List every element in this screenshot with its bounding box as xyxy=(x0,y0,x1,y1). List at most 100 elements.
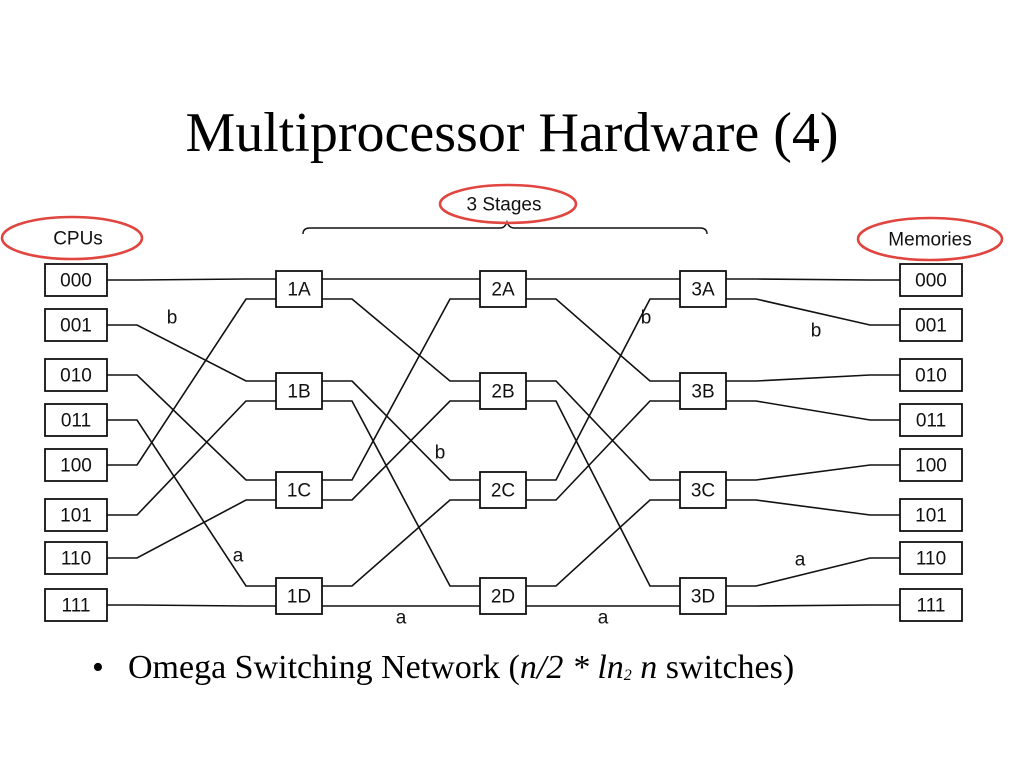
switch-box xyxy=(479,471,527,509)
switch-label: 3D xyxy=(691,587,715,608)
cpu-111: 111 xyxy=(44,588,108,622)
switch-box xyxy=(679,270,727,308)
cpu-101: 101 xyxy=(44,498,108,532)
slide-title: Multiprocessor Hardware (4) xyxy=(185,102,839,164)
path-label-b3: b xyxy=(641,308,652,329)
switch-1b: 1B xyxy=(275,372,323,410)
wire-cpu-111 xyxy=(107,604,276,607)
memory-label: 110 xyxy=(916,549,946,570)
switch-label: 3C xyxy=(691,481,715,502)
switch-label: 1C xyxy=(287,481,311,502)
switch-label: 2A xyxy=(491,280,515,301)
memory-label: 000 xyxy=(915,271,947,292)
memory-box xyxy=(899,498,963,532)
wires xyxy=(107,278,900,607)
wire-mem-000 xyxy=(726,278,900,281)
bullet-prefix: Omega Switching Network ( xyxy=(128,649,520,686)
wire-s2-line-6 xyxy=(526,499,680,587)
switch-label: 1D xyxy=(287,587,311,608)
switch-label: 2D xyxy=(491,587,515,608)
wire-mem-101 xyxy=(726,499,900,516)
cpu-box xyxy=(44,263,108,297)
bullet-omega-network: •Omega Switching Network (n/2 * ln2 n sw… xyxy=(92,646,794,698)
wire-mem-010 xyxy=(726,374,900,382)
memories-label: Memories xyxy=(888,230,971,251)
cpu-label: 001 xyxy=(60,316,92,337)
wire-mem-110 xyxy=(726,557,900,587)
cpu-label: 101 xyxy=(60,506,92,527)
cpu-label: 111 xyxy=(62,596,91,617)
memory-box xyxy=(899,403,963,437)
stages-highlight-ellipse xyxy=(438,183,578,225)
switch-2d: 2D xyxy=(479,577,527,615)
cpu-box xyxy=(44,498,108,532)
bullet-subscript: 2 xyxy=(623,667,632,684)
switch-box xyxy=(275,577,323,615)
switch-1a: 1A xyxy=(275,270,323,308)
cpu-label: 000 xyxy=(60,271,92,292)
wire-cpu-100 xyxy=(107,298,276,466)
cpu-110: 110 xyxy=(44,541,108,575)
switch-box xyxy=(479,270,527,308)
switch-3d: 3D xyxy=(679,577,727,615)
wire-s1-line-5 xyxy=(322,400,480,501)
memory-label: 001 xyxy=(915,316,947,337)
memory-001: 001 xyxy=(899,308,963,342)
wire-s2-line-2 xyxy=(526,380,680,481)
wire-s1-line-1 xyxy=(322,298,480,382)
memory-label: 011 xyxy=(916,411,946,432)
switch-box xyxy=(679,372,727,410)
wire-s2-line-4 xyxy=(526,298,680,481)
switch-box xyxy=(679,471,727,509)
switch-2b: 2B xyxy=(479,372,527,410)
cpu-label: 100 xyxy=(60,456,92,477)
wire-s2-line-1 xyxy=(526,298,680,382)
switch-1c: 1C xyxy=(275,471,323,509)
bullet-operator: * xyxy=(563,649,598,686)
wire-cpu-011 xyxy=(107,419,276,587)
switch-3a: 3A xyxy=(679,270,727,308)
wire-cpu-001 xyxy=(107,324,276,382)
wire-s1-line-2 xyxy=(322,380,480,481)
cpu-label: 010 xyxy=(60,366,92,387)
bullet-n-over-2: n/2 xyxy=(519,649,564,686)
path-label-a2: a xyxy=(396,608,407,629)
wire-cpu-110 xyxy=(107,499,276,559)
memory-101: 101 xyxy=(899,498,963,532)
memory-label: 101 xyxy=(915,506,947,527)
switch-label: 2C xyxy=(491,481,515,502)
memory-000: 000 xyxy=(899,263,963,297)
cpu-100: 100 xyxy=(44,448,108,482)
switch-label: 1A xyxy=(287,280,311,301)
switch-box xyxy=(275,372,323,410)
switch-label: 1B xyxy=(287,382,310,403)
switch-3b: 3B xyxy=(679,372,727,410)
cpu-box xyxy=(44,308,108,342)
cpus-label: CPUs xyxy=(53,229,103,250)
stages-callout: 3 Stages xyxy=(438,183,578,225)
cpu-000: 000 xyxy=(44,263,108,297)
switch-box xyxy=(479,372,527,410)
switch-box xyxy=(275,471,323,509)
switch-box xyxy=(679,577,727,615)
path-label-b2: b xyxy=(435,443,446,464)
cpu-label: 110 xyxy=(61,549,91,570)
cpu-box xyxy=(44,448,108,482)
switch-2c: 2C xyxy=(479,471,527,509)
bullet-n: n xyxy=(631,649,658,686)
wire-s1-line-4 xyxy=(322,298,480,481)
cpu-label: 011 xyxy=(61,411,91,432)
wire-mem-001 xyxy=(726,298,900,326)
path-label-b1: b xyxy=(167,308,178,329)
switch-label: 3A xyxy=(691,280,715,301)
cpu-box xyxy=(44,588,108,622)
wire-mem-111 xyxy=(726,604,900,607)
wire-s1-line-3 xyxy=(322,400,480,587)
cpus-callout: CPUs xyxy=(0,215,144,261)
memories-callout: Memories xyxy=(856,216,1004,262)
wire-mem-100 xyxy=(726,464,900,481)
bullet-suffix: switches) xyxy=(657,649,795,686)
memory-box xyxy=(899,448,963,482)
